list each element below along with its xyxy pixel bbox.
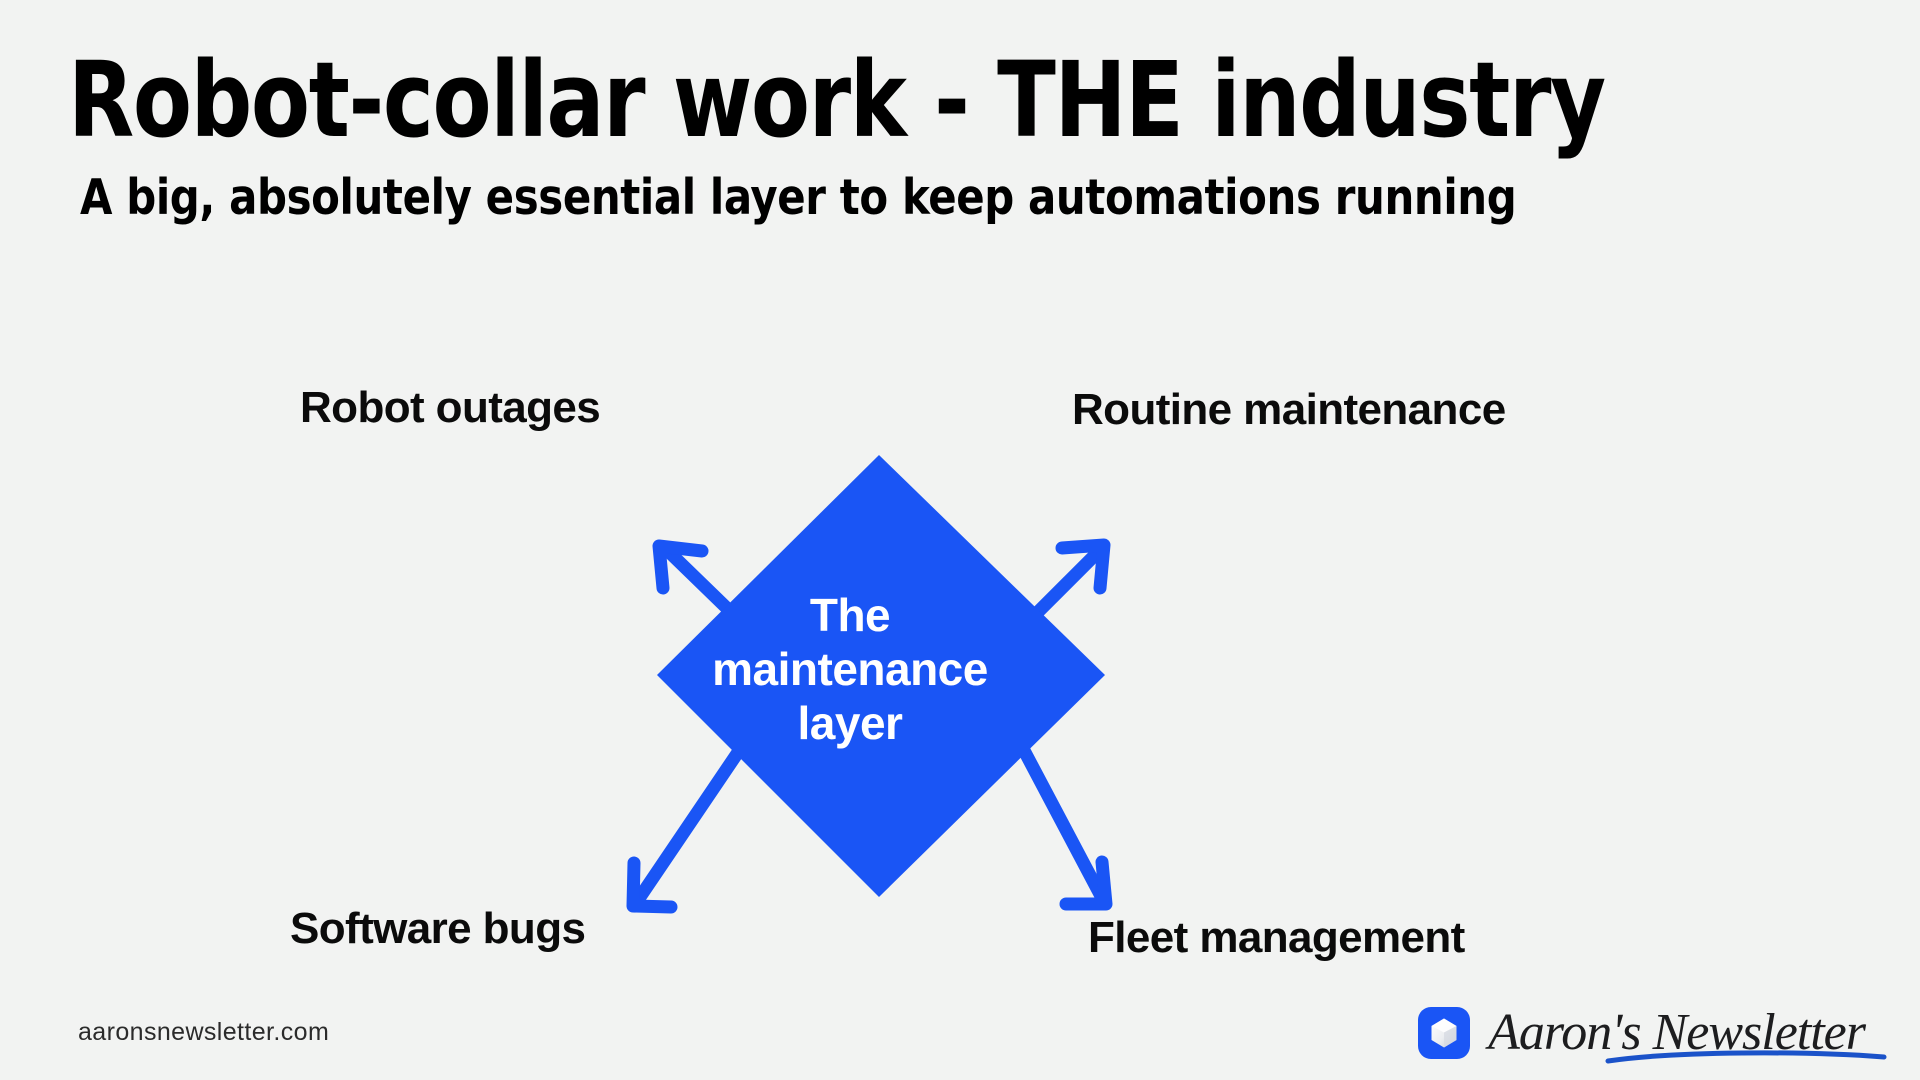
diagram-graphics xyxy=(626,455,1113,914)
brand-name: Aaron's Newsletter xyxy=(1488,1004,1866,1061)
brand-swoosh-underline xyxy=(1605,1050,1887,1064)
node-label-fleet-management: Fleet management xyxy=(1088,913,1465,962)
gem-polyhedron-icon xyxy=(1431,1018,1457,1048)
brand-mark xyxy=(1418,1007,1471,1059)
center-diamond-shape xyxy=(657,455,1105,897)
brand-wordmark: Aaron's Newsletter xyxy=(1488,1000,1887,1066)
site-url[interactable]: aaronsnewsletter.com xyxy=(78,1018,330,1046)
node-label-routine-maintenance: Routine maintenance xyxy=(1072,385,1506,434)
page-subtitle: A big, absolutely essential layer to kee… xyxy=(80,169,1517,226)
node-label-robot-outages: Robot outages xyxy=(300,383,601,432)
brand-logo[interactable]: Aaron's Newsletter xyxy=(1418,996,1887,1070)
footer: aaronsnewsletter.com xyxy=(0,990,1920,1080)
center-label-line-2: maintenance xyxy=(712,643,988,695)
center-diamond-label: The maintenance layer xyxy=(660,588,1040,750)
page-title: Robot-collar work - THE industry xyxy=(68,39,1606,161)
node-label-software-bugs: Software bugs xyxy=(290,904,586,953)
diagram: The maintenance layer Robot outages Rout… xyxy=(0,300,1920,980)
center-label-line-3: layer xyxy=(797,697,903,749)
center-label-line-1: The xyxy=(809,589,891,641)
